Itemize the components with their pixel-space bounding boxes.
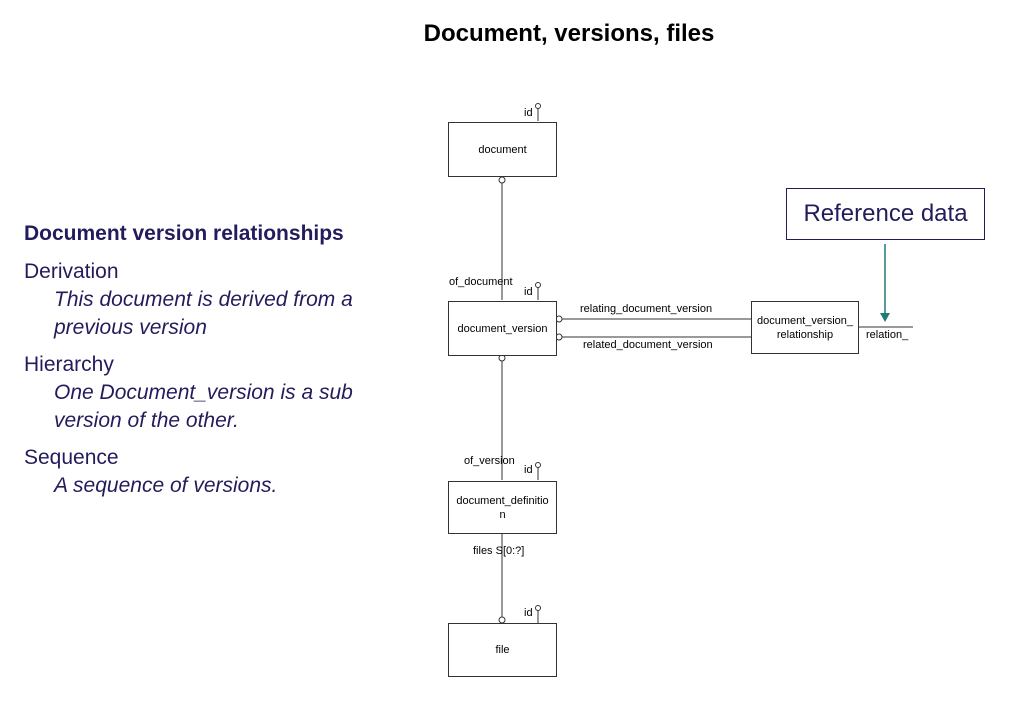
desc-hierarchy-line2: version of the other. bbox=[54, 409, 239, 432]
entity-document: document bbox=[448, 122, 557, 177]
page-title: Document, versions, files bbox=[423, 20, 715, 47]
notes-heading: Document version relationships bbox=[24, 222, 344, 245]
entity-document-version-relationship: document_version_ relationship bbox=[751, 301, 859, 354]
reference-data-box: Reference data bbox=[786, 188, 985, 240]
entity-document-definition: document_definitio n bbox=[448, 481, 557, 534]
label-id-document: id bbox=[524, 107, 533, 119]
connector-end-circle bbox=[498, 176, 506, 184]
term-hierarchy: Hierarchy bbox=[24, 353, 114, 376]
id-marker-circle bbox=[535, 282, 541, 288]
label-of-document: of_document bbox=[449, 276, 513, 288]
entity-document-version: document_version bbox=[448, 301, 557, 356]
label-id-document-version: id bbox=[524, 286, 533, 298]
term-sequence: Sequence bbox=[24, 446, 119, 469]
label-files: files S[0:?] bbox=[473, 545, 525, 557]
label-related-document-version: related_document_version bbox=[583, 339, 713, 351]
id-marker-circle bbox=[535, 605, 541, 611]
reference-arrow-head bbox=[880, 313, 890, 322]
entity-file: file bbox=[448, 623, 557, 677]
entity-document-version-label: document_version bbox=[457, 322, 548, 335]
label-id-document-definition: id bbox=[524, 464, 533, 476]
label-relating-document-version: relating_document_version bbox=[580, 303, 713, 315]
label-relation: relation_ bbox=[866, 329, 909, 341]
entity-document-label: document bbox=[478, 143, 527, 156]
entity-relationship-label-line1: document_version_ bbox=[756, 314, 853, 327]
label-id-file: id bbox=[524, 607, 533, 619]
entity-definition-label-line2: n bbox=[499, 508, 506, 521]
entity-file-label: file bbox=[495, 644, 510, 656]
desc-hierarchy-line1: One Document_version is a sub bbox=[54, 381, 353, 404]
desc-derivation-line1: This document is derived from a bbox=[54, 288, 353, 311]
label-of-version: of_version bbox=[464, 455, 515, 467]
relationship-notes: Document version relationships Derivatio… bbox=[24, 222, 404, 500]
entity-relationship-label-line2: relationship bbox=[776, 328, 834, 341]
entity-definition-label-line1: document_definitio bbox=[456, 494, 549, 507]
term-derivation: Derivation bbox=[24, 260, 119, 283]
desc-sequence-line1: A sequence of versions. bbox=[54, 474, 278, 497]
desc-derivation-line2: previous version bbox=[54, 316, 207, 339]
id-marker-circle bbox=[535, 103, 541, 109]
id-marker-circle bbox=[535, 462, 541, 468]
